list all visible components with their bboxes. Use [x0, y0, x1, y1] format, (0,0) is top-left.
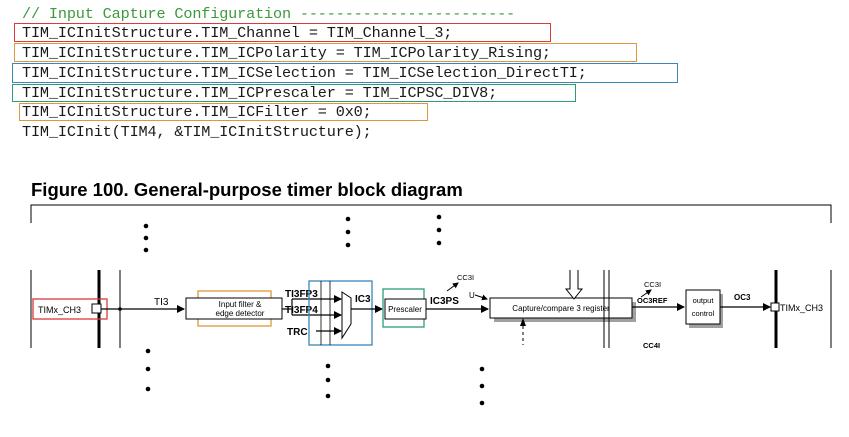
ccr3-block — [489, 297, 633, 319]
timx-ch3-output-label: TIMx_CH3 — [780, 303, 823, 313]
timx-ch3-output-pin — [770, 302, 780, 312]
output-control-block — [685, 289, 721, 325]
ic-selection-mux — [341, 291, 352, 340]
code-line-icinit: TIM_ICInit(TIM4, &TIM_ICInitStructure); — [22, 123, 372, 141]
trc-label: TRC — [287, 327, 308, 338]
highlight-selection-box — [12, 63, 678, 83]
mux-highlight — [308, 280, 373, 346]
figure-title: Figure 100. General-purpose timer block … — [31, 179, 463, 200]
output-control-label-1: output — [693, 296, 715, 305]
highlight-filter-box — [19, 103, 428, 121]
highlight-prescaler-box — [12, 84, 576, 102]
code-line-selection: TIM_ICInitStructure.TIM_ICSelection = TI… — [22, 64, 587, 82]
ellipsis-dots — [143, 214, 485, 406]
figure-frame — [30, 204, 832, 348]
output-control-label-2: control — [692, 309, 715, 318]
input-filter-label-2: edge detector — [216, 309, 265, 318]
highlight-channel-box — [14, 23, 551, 42]
input-filter-label-1: Input filter & — [219, 300, 262, 309]
timx-ch3-input-pin — [91, 303, 102, 314]
ccr3-label: Capture/compare 3 register — [512, 304, 610, 313]
code-line-channel: TIM_ICInitStructure.TIM_Channel = TIM_Ch… — [22, 24, 453, 42]
timx-ch3-input-label: TIMx_CH3 — [38, 305, 81, 315]
ic3-label: IC3 — [355, 294, 371, 305]
code-comment: // Input Capture Configuration ---------… — [22, 5, 516, 23]
ti3fp4-label: TI3FP4 — [285, 305, 318, 316]
code-line-polarity: TIM_ICInitStructure.TIM_ICPolarity = TIM… — [22, 44, 551, 62]
cc4i-label: CC4I — [643, 341, 660, 350]
code-line-prescaler: TIM_ICInitStructure.TIM_ICPrescaler = TI… — [22, 84, 498, 102]
u-label: U — [469, 291, 475, 300]
ti3-label: TI3 — [154, 297, 169, 308]
oc3-label: OC3 — [734, 293, 751, 302]
ic3ps-label: IC3PS — [430, 296, 459, 307]
code-line-filter: TIM_ICInitStructure.TIM_ICFilter = 0x0; — [22, 103, 372, 121]
cc3i-top-label: CC3I — [457, 273, 474, 282]
oc3ref-label: OC3REF — [637, 296, 668, 305]
highlight-polarity-box — [14, 43, 637, 62]
ti3fp3-label: TI3FP3 — [285, 289, 318, 300]
prescaler-label: Prescaler — [388, 305, 422, 314]
cc3i-right-label: CC3I — [644, 280, 661, 289]
ccr3-input-arrow — [564, 270, 584, 300]
